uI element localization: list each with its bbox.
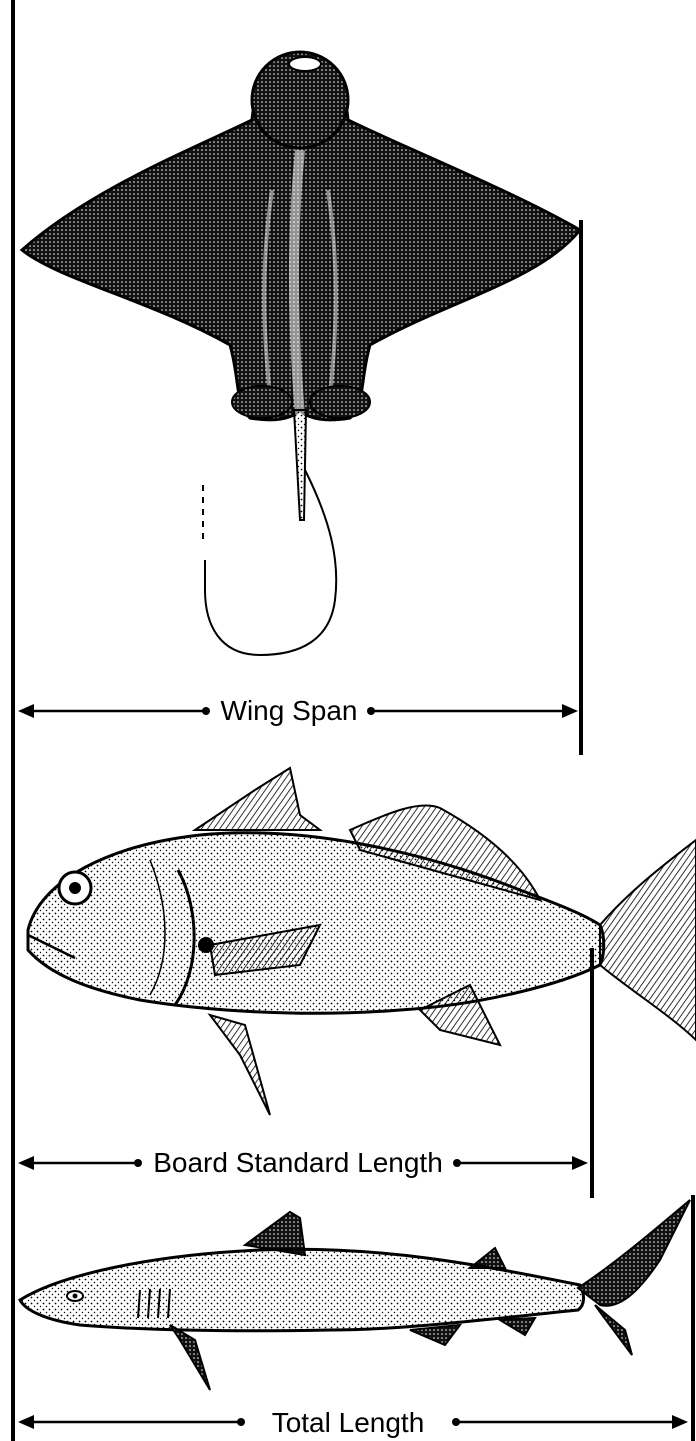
total-length-label: Total Length — [272, 1407, 425, 1438]
bony-fish-illustration — [28, 768, 696, 1115]
wing-span-label: Wing Span — [221, 695, 358, 726]
eagle-ray-illustration — [22, 52, 580, 655]
standard-length-label: Board Standard Length — [153, 1147, 443, 1178]
shark-illustration — [20, 1200, 690, 1390]
